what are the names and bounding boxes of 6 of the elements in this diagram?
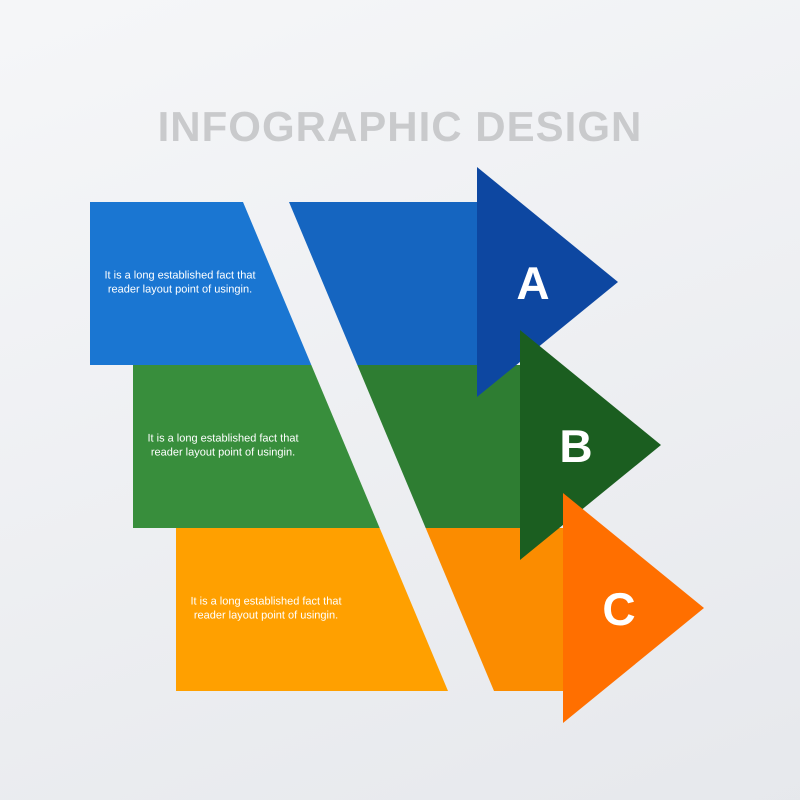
description-text: It is a long established fact that reader layout point of usingin. (189, 596, 343, 622)
step-letter: B (559, 421, 593, 471)
step-letter: A (516, 258, 550, 308)
step-letter: C (602, 584, 636, 634)
description-text: It is a long established fact that reader layout point of usingin. (103, 270, 257, 296)
description-text: It is a long established fact that reader layout point of usingin. (146, 432, 300, 460)
